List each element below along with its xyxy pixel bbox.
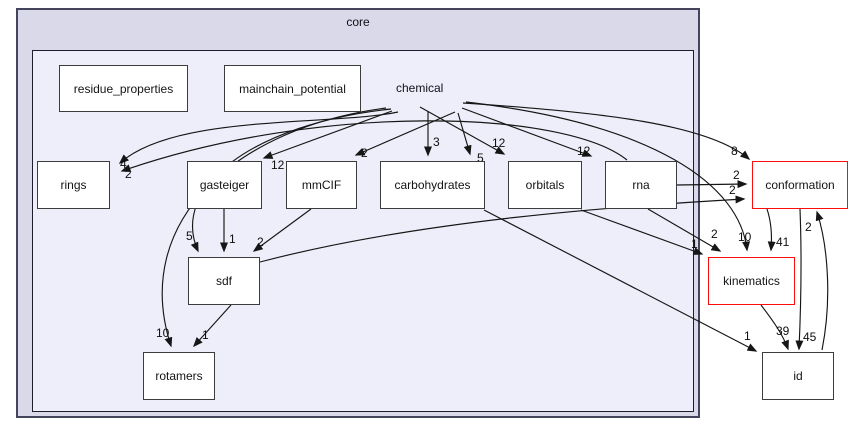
edge-conformation-to-kinematics <box>766 208 776 252</box>
edge-sdf-to-conformation <box>259 195 746 263</box>
edge-rna-to-kinematics <box>647 208 722 252</box>
edge-count-label: 1 <box>691 237 698 251</box>
edge-chemical-to-conformation <box>462 102 751 160</box>
edge-chemical-to-gasteiger <box>262 110 393 159</box>
edge-chemical-to-kinematics <box>465 101 751 252</box>
edge-count-label: 4 <box>120 157 127 171</box>
edge-count-label: 12 <box>271 158 285 172</box>
edge-chemical-to-mmCIF <box>354 111 456 156</box>
edge-carbohydrates-to-id <box>483 209 758 352</box>
edge-orbitals-to-kinematics <box>580 209 704 255</box>
edge-count-label: 5 <box>477 151 484 165</box>
edge-chemical-to-orbitals <box>419 106 506 155</box>
edge-count-label: 1 <box>202 328 209 342</box>
edge-count-label: 5 <box>186 229 193 243</box>
edge-id-to-conformation <box>815 210 829 351</box>
edge-count-label: 2 <box>125 167 132 181</box>
edge-count-label: 10 <box>738 230 752 244</box>
edge-count-label: 2 <box>361 146 368 160</box>
node-gasteiger[interactable]: gasteiger <box>187 161 262 209</box>
edge-count-label: 2 <box>733 168 740 182</box>
node-rotamers[interactable]: rotamers <box>143 352 215 400</box>
edge-count-label: 2 <box>257 235 264 249</box>
edge-sdf-to-rotamers <box>192 304 232 348</box>
edge-count-label: 1 <box>744 329 751 343</box>
edge-count-label: 1 <box>229 232 236 246</box>
edge-count-label: 41 <box>776 235 790 249</box>
cluster-core-label[interactable]: core <box>346 15 370 29</box>
edge-count-label: 12 <box>492 136 506 150</box>
edge-count-label: 45 <box>803 330 817 344</box>
edge-count-label: 8 <box>731 144 738 158</box>
edge-count-label: 39 <box>776 324 790 338</box>
node-carbohydrates[interactable]: carbohydrates <box>380 161 485 209</box>
node-mmCIF[interactable]: mmCIF <box>286 161 357 209</box>
edge-count-label: 10 <box>156 326 170 340</box>
node-id[interactable]: id <box>762 352 834 400</box>
edge-chemical-to-rotamers <box>161 107 387 348</box>
edge-kinematics-to-id <box>760 304 789 351</box>
edge-count-label: 2 <box>711 227 718 241</box>
edge-mmCIF-to-sdf <box>252 208 312 252</box>
node-sdf[interactable]: sdf <box>188 257 260 305</box>
edge-chemical-to-rings <box>118 111 399 164</box>
edge-count-label: 2 <box>729 183 736 197</box>
node-orbitals[interactable]: orbitals <box>508 161 582 209</box>
edge-rna-to-conformation <box>676 180 748 189</box>
node-rings[interactable]: rings <box>37 161 110 209</box>
node-kinematics[interactable]: kinematics <box>708 257 795 305</box>
edge-count-label: 3 <box>433 135 440 149</box>
node-conformation[interactable]: conformation <box>752 161 848 209</box>
edge-conformation-to-id <box>795 208 804 351</box>
edge-chemical-to-carbohydrates <box>457 112 472 156</box>
edge-chemical-to-rna <box>461 107 593 157</box>
edge-count-label: 12 <box>577 144 591 158</box>
node-mainchain_potential[interactable]: mainchain_potential <box>224 65 361 112</box>
node-residue_properties[interactable]: residue_properties <box>59 65 188 112</box>
edge-rna-to-rings <box>120 120 628 172</box>
edge-count-label: 2 <box>805 220 812 234</box>
node-rna[interactable]: rna <box>605 161 677 209</box>
cluster-chemical-label[interactable]: chemical <box>396 81 444 95</box>
